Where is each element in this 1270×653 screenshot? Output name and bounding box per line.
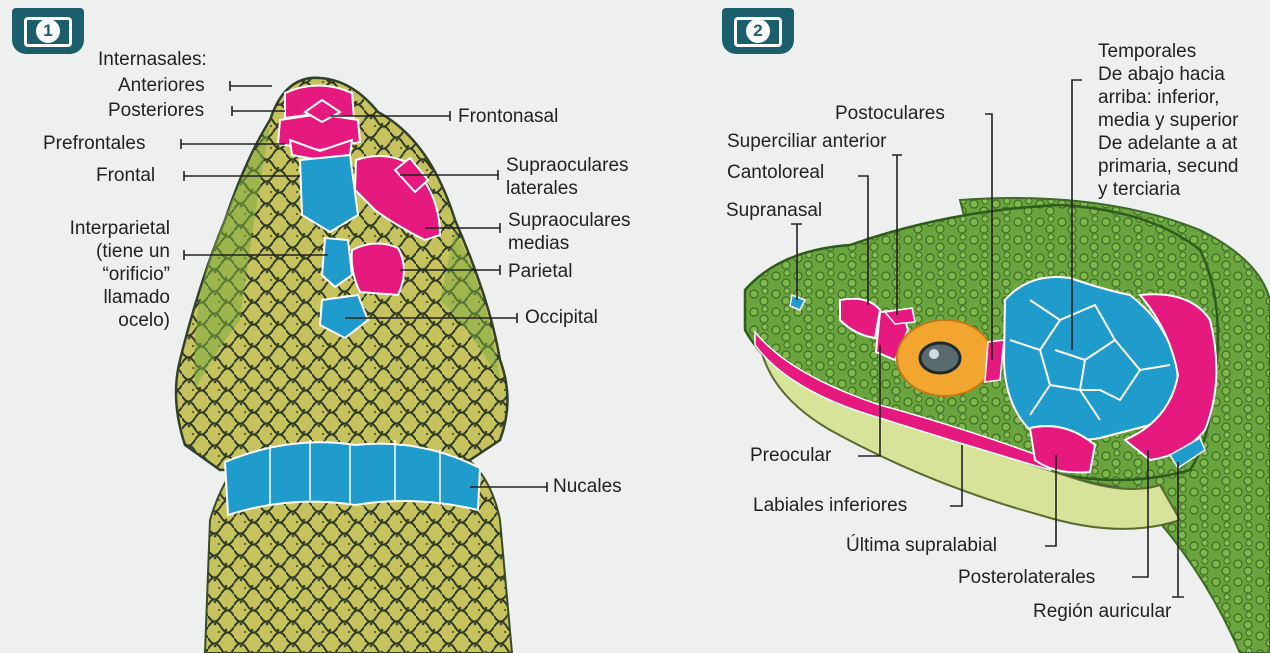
label-line: y terciaria [1098, 178, 1238, 201]
label-line: llamado [20, 286, 170, 309]
photo-badge-1: 1 [12, 8, 84, 54]
label-anteriores: Anteriores [118, 74, 205, 97]
label-occipital: Occipital [525, 306, 598, 329]
label-line: “orificio” [20, 263, 170, 286]
label-ultima-supralabial: Última supralabial [846, 534, 997, 557]
label-line: De abajo hacia [1098, 63, 1238, 86]
label-region-auricular: Región auricular [1033, 600, 1171, 623]
label-supraoculares-medias: Supraoculares medias [508, 209, 631, 255]
label-interparietal: Interparietal (tiene un “orificio” llama… [20, 217, 170, 332]
label-nucales: Nucales [553, 475, 622, 498]
dorsal-head [176, 78, 512, 653]
label-preocular: Preocular [750, 444, 831, 467]
label-line: laterales [506, 177, 629, 200]
label-labiales-inferiores: Labiales inferiores [753, 494, 907, 517]
label-line: primaria, secund [1098, 155, 1238, 178]
label-line: Supraoculares [506, 154, 629, 177]
label-supraoculares-laterales: Supraoculares laterales [506, 154, 629, 200]
label-postoculares: Postoculares [835, 102, 945, 125]
label-line: Interparietal [20, 217, 170, 240]
photo-badge-2: 2 [722, 8, 794, 54]
label-line: media y superior [1098, 109, 1238, 132]
label-prefrontales: Prefrontales [43, 132, 145, 155]
label-frontal: Frontal [96, 164, 155, 187]
label-superciliar-anterior: Superciliar anterior [727, 130, 886, 153]
label-posterolaterales: Posterolaterales [958, 566, 1095, 589]
label-line: ocelo) [20, 309, 170, 332]
label-line: arriba: inferior, [1098, 86, 1238, 109]
label-line: medias [508, 232, 631, 255]
label-internasales: Internasales: [98, 48, 207, 71]
label-parietal: Parietal [508, 260, 572, 283]
badge-number: 2 [746, 19, 770, 43]
label-temporales: Temporales De abajo hacia arriba: inferi… [1098, 40, 1238, 201]
label-cantoloreal: Cantoloreal [727, 161, 824, 184]
label-line: De adelante a at [1098, 132, 1238, 155]
badge-number: 1 [36, 19, 60, 43]
label-line: (tiene un [20, 240, 170, 263]
label-frontonasal: Frontonasal [458, 105, 558, 128]
label-line: Temporales [1098, 40, 1238, 63]
label-supranasal: Supranasal [726, 199, 822, 222]
label-posteriores: Posteriores [108, 99, 204, 122]
label-line: Supraoculares [508, 209, 631, 232]
